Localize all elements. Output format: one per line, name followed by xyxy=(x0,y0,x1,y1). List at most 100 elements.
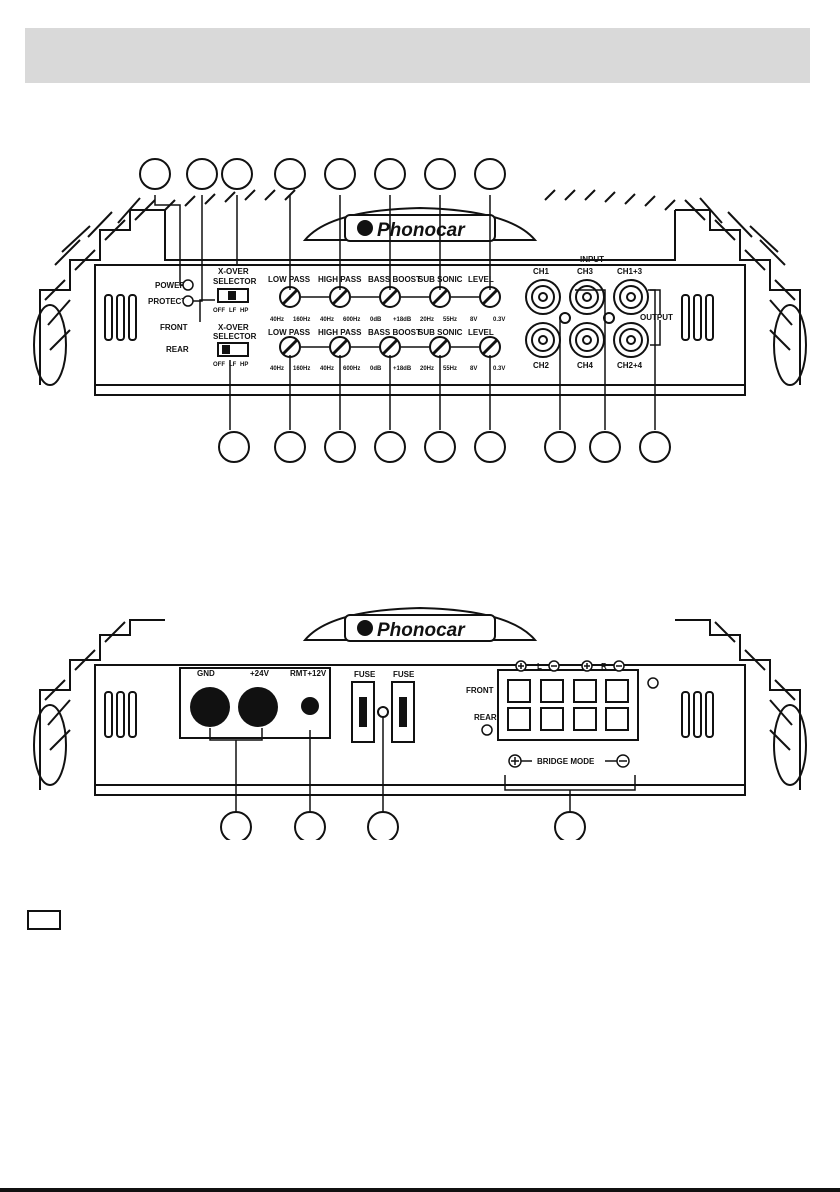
fuse-label-1: FUSE xyxy=(354,670,376,679)
heatsink-left xyxy=(33,197,165,386)
page-bottom-rule xyxy=(0,1188,840,1192)
polarity-icons xyxy=(515,660,625,672)
front-switch-lf: LF xyxy=(229,308,237,314)
knob-indicator xyxy=(431,338,449,356)
knob-max-label: 160Hz xyxy=(293,317,310,323)
knob-max-label: 0.3V xyxy=(493,317,505,323)
xover-label-front: X-OVER xyxy=(218,267,249,276)
power-led xyxy=(182,279,194,291)
rear-speaker-label: REAR xyxy=(474,713,497,722)
knob-label: BASS BOOST xyxy=(368,328,421,337)
vent-slots-right-bottom xyxy=(681,691,714,738)
callout-circles-bottom xyxy=(220,811,586,840)
rear-switch-lf: LF xyxy=(229,362,237,368)
ch1-label: CH1 xyxy=(533,267,550,276)
front-label: FRONT xyxy=(160,323,188,332)
callout-circles-top xyxy=(139,158,671,463)
amplifier-connection-panel-diagram: Phonocar GND +24V RMT+12V FUSE FUSE FRON… xyxy=(33,606,807,840)
callout-leaders xyxy=(154,195,656,430)
knob-min-label: 8V xyxy=(470,317,477,323)
heatsink-left-bottom xyxy=(33,619,165,790)
vent-slots-right xyxy=(681,294,714,341)
knob-min-label: 20Hz xyxy=(420,366,434,372)
knob-min-label: 20Hz xyxy=(420,317,434,323)
front-xover-switch[interactable] xyxy=(217,288,249,303)
knob-label: SUB SONIC xyxy=(418,328,463,337)
knob-max-label: +18dB xyxy=(393,366,412,372)
vent-slots-left-bottom xyxy=(104,691,137,738)
status-led-bottom xyxy=(647,677,659,689)
knob-indicator xyxy=(431,288,449,306)
knob-indicator xyxy=(281,288,299,306)
knob-max-label: +18dB xyxy=(393,317,412,323)
gnd-label: GND xyxy=(197,669,215,678)
knob-label: LOW PASS xyxy=(268,328,311,337)
knob-min-label: 0dB xyxy=(370,366,382,372)
callout-leaders-bottom xyxy=(209,717,636,812)
logo-plate: Phonocar xyxy=(302,206,538,242)
knob-min-label: 0dB xyxy=(370,317,382,323)
output-label: OUTPUT xyxy=(640,313,673,322)
knob-min-label: 40Hz xyxy=(320,317,334,323)
knob-min-label: 8V xyxy=(470,366,477,372)
knob-max-label: 55Hz xyxy=(443,317,457,323)
knob-label: LEVEL xyxy=(468,328,494,337)
fuse-label-2: FUSE xyxy=(393,670,415,679)
gnd-terminal xyxy=(190,687,230,727)
bridge-mode-label: BRIDGE MODE xyxy=(537,757,595,766)
section-marker-box xyxy=(27,910,61,930)
plus24-terminal xyxy=(238,687,278,727)
knob-min-label: 40Hz xyxy=(320,366,334,372)
brand-logo-icon-bottom xyxy=(357,620,373,636)
knob-indicator xyxy=(281,338,299,356)
plus24-label: +24V xyxy=(250,669,270,678)
heatsink-right xyxy=(675,197,807,386)
rear-switch-hp: HP xyxy=(240,362,248,368)
knob-label: HIGH PASS xyxy=(318,328,362,337)
vent-slots-left xyxy=(104,294,137,341)
knob-max-label: 55Hz xyxy=(443,366,457,372)
knob-min-label: 40Hz xyxy=(270,366,284,372)
knob-indicator xyxy=(331,338,349,356)
knob-min-label: 40Hz xyxy=(270,317,284,323)
input-label: INPUT xyxy=(580,255,604,264)
selector-label-rear: SELECTOR xyxy=(213,332,257,341)
knob-indicator xyxy=(481,338,499,356)
knob-max-label: 600Hz xyxy=(343,317,360,323)
rmt-terminal xyxy=(301,697,319,715)
protect-label: PROTECT xyxy=(148,297,186,306)
xover-label-rear: X-OVER xyxy=(218,323,249,332)
amplifier-top-panel-diagram: Phonocar POWER PROTECT X-OVER SELECTOR O… xyxy=(33,158,807,463)
heatsink-top xyxy=(164,189,676,261)
rear-label: REAR xyxy=(166,345,189,354)
protect-led xyxy=(182,295,194,307)
front-switch-off: OFF xyxy=(213,308,225,314)
ch24-label: CH2+4 xyxy=(617,361,643,370)
logo-plate-bottom: Phonocar xyxy=(302,606,538,642)
selector-label-front: SELECTOR xyxy=(213,277,257,286)
fuse-holders xyxy=(351,681,415,743)
ch2-label: CH2 xyxy=(533,361,550,370)
power-label: POWER xyxy=(155,281,185,290)
brand-logo-icon xyxy=(357,220,373,236)
rear-led xyxy=(481,724,493,736)
ch3-label: CH3 xyxy=(577,267,594,276)
knob-label: LEVEL xyxy=(468,275,494,284)
knob-indicator xyxy=(381,288,399,306)
knob-max-label: 600Hz xyxy=(343,366,360,372)
front-speaker-label: FRONT xyxy=(466,686,494,695)
rear-xover-switch[interactable] xyxy=(217,342,249,357)
knob-indicator xyxy=(381,338,399,356)
knob-indicator xyxy=(331,288,349,306)
right-channel-label: R xyxy=(601,662,607,671)
rear-switch-off: OFF xyxy=(213,362,225,368)
rmt-label: RMT+12V xyxy=(290,669,327,678)
heatsink-right-bottom xyxy=(675,619,807,790)
brand-name: Phonocar xyxy=(377,220,466,241)
brand-name-bottom: Phonocar xyxy=(377,620,466,641)
rca-jacks xyxy=(525,279,649,358)
knob-indicator xyxy=(481,288,499,306)
header-band xyxy=(25,28,810,83)
knob-max-label: 160Hz xyxy=(293,366,310,372)
ch4-label: CH4 xyxy=(577,361,594,370)
